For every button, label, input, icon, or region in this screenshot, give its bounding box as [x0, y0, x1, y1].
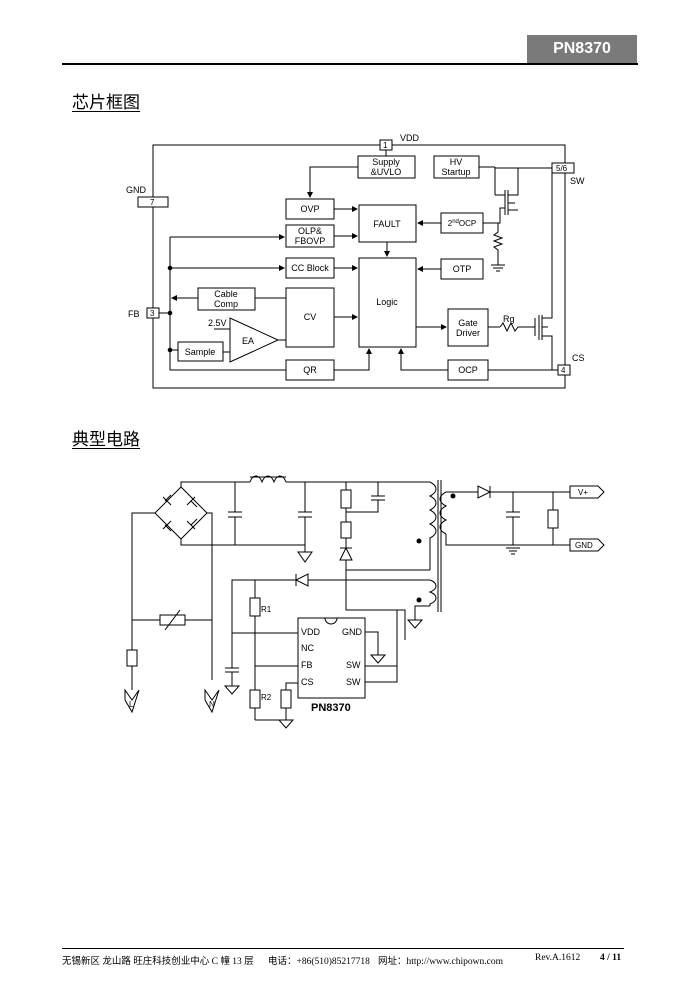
hv-label-2: Startup [441, 167, 470, 177]
chip-pin-sw1: SW [346, 660, 361, 670]
gate-label-1: Gate [458, 318, 478, 328]
mov-varistor [159, 614, 186, 626]
fault-label: FAULT [373, 219, 401, 229]
block-diagram-wires [159, 150, 558, 371]
ea-amplifier [229, 317, 280, 363]
footer-website: 网址：http://www.chipown.com [378, 957, 503, 967]
gate-label-2: Driver [456, 328, 480, 338]
pin-vdd-num: 1 [383, 141, 388, 150]
olp-label-2: FBOVP [295, 236, 326, 246]
pin-cs-num: 4 [561, 366, 566, 375]
otp-label: OTP [453, 264, 472, 274]
cc-block-label: CC Block [291, 263, 329, 273]
r2-label: R2 [261, 693, 272, 702]
block-diagram: 1 VDD 5/6 SW 7 GND 3 FB 4 CS Supply &UVL… [126, 133, 585, 389]
supply-label-2: &UVLO [371, 167, 402, 177]
chip-pin-sw2: SW [346, 677, 361, 687]
footer-revision: Rev.A.1612 [535, 953, 581, 963]
footer-rule [62, 948, 624, 949]
chip-pin-vdd: VDD [301, 627, 321, 637]
logic-label: Logic [376, 297, 398, 307]
footer-phone: 电话：+86(510)85217718 [268, 957, 370, 967]
typical-circuit-title: 典型电路 [72, 430, 140, 450]
neutral-terminal-label: N [209, 700, 215, 709]
ovp-label: OVP [300, 204, 319, 214]
pn8370-ic [297, 617, 366, 699]
fuse [126, 649, 138, 667]
qr-label: QR [303, 365, 317, 375]
pin-sw-num: 5/6 [556, 164, 568, 173]
ocp-label: OCP [458, 365, 478, 375]
pin-fb-label: FB [128, 309, 140, 319]
line-terminal-label: L [129, 700, 134, 709]
hv-label-1: HV [450, 157, 463, 167]
olp-label-1: OLP& [298, 226, 322, 236]
cable-label-1: Cable [214, 289, 238, 299]
ea-label: EA [242, 336, 254, 346]
bridge-rectifier [154, 486, 208, 540]
cv-label: CV [304, 312, 317, 322]
part-number-tab: PN8370 [527, 35, 637, 63]
footer-address: 无锡新区 龙山路 旺庄科技创业中心 C 幢 13 层 [62, 957, 254, 967]
chip-pin-fb: FB [301, 660, 313, 670]
block-diagram-title: 芯片框图 [72, 93, 140, 113]
ocp2-label: 2ndOCP [448, 219, 476, 228]
pin-vdd-label: VDD [400, 133, 420, 143]
chip-pin-gnd: GND [342, 627, 363, 637]
footer-page-number: 4 / 11 [600, 953, 622, 963]
chip-name: PN8370 [311, 702, 351, 714]
cable-label-2: Comp [214, 299, 238, 309]
chip-outline [152, 144, 566, 389]
pin-cs-label: CS [572, 353, 585, 363]
chip-pin-cs: CS [301, 677, 314, 687]
cable-comp-block [197, 287, 256, 311]
pin-gnd [137, 196, 169, 208]
rg-label: Rg [503, 314, 515, 324]
pin-fb-num: 3 [150, 309, 155, 318]
typical-circuit: L N V+ GND R1 R2 VDD GND NC F [124, 475, 605, 729]
supply-label-1: Supply [372, 157, 400, 167]
header-rule [62, 63, 638, 65]
pin-sw-label: SW [570, 176, 585, 186]
pin-gnd-num: 7 [150, 198, 155, 207]
gnd-out-label: GND [575, 541, 593, 550]
sample-label: Sample [185, 347, 216, 357]
r1-label: R1 [261, 605, 272, 614]
chip-pin-nc: NC [301, 643, 314, 653]
pin-gnd-label: GND [126, 185, 147, 195]
vref-label: 2.5V [208, 318, 227, 328]
vplus-label: V+ [578, 488, 588, 497]
logic-block [358, 257, 417, 348]
